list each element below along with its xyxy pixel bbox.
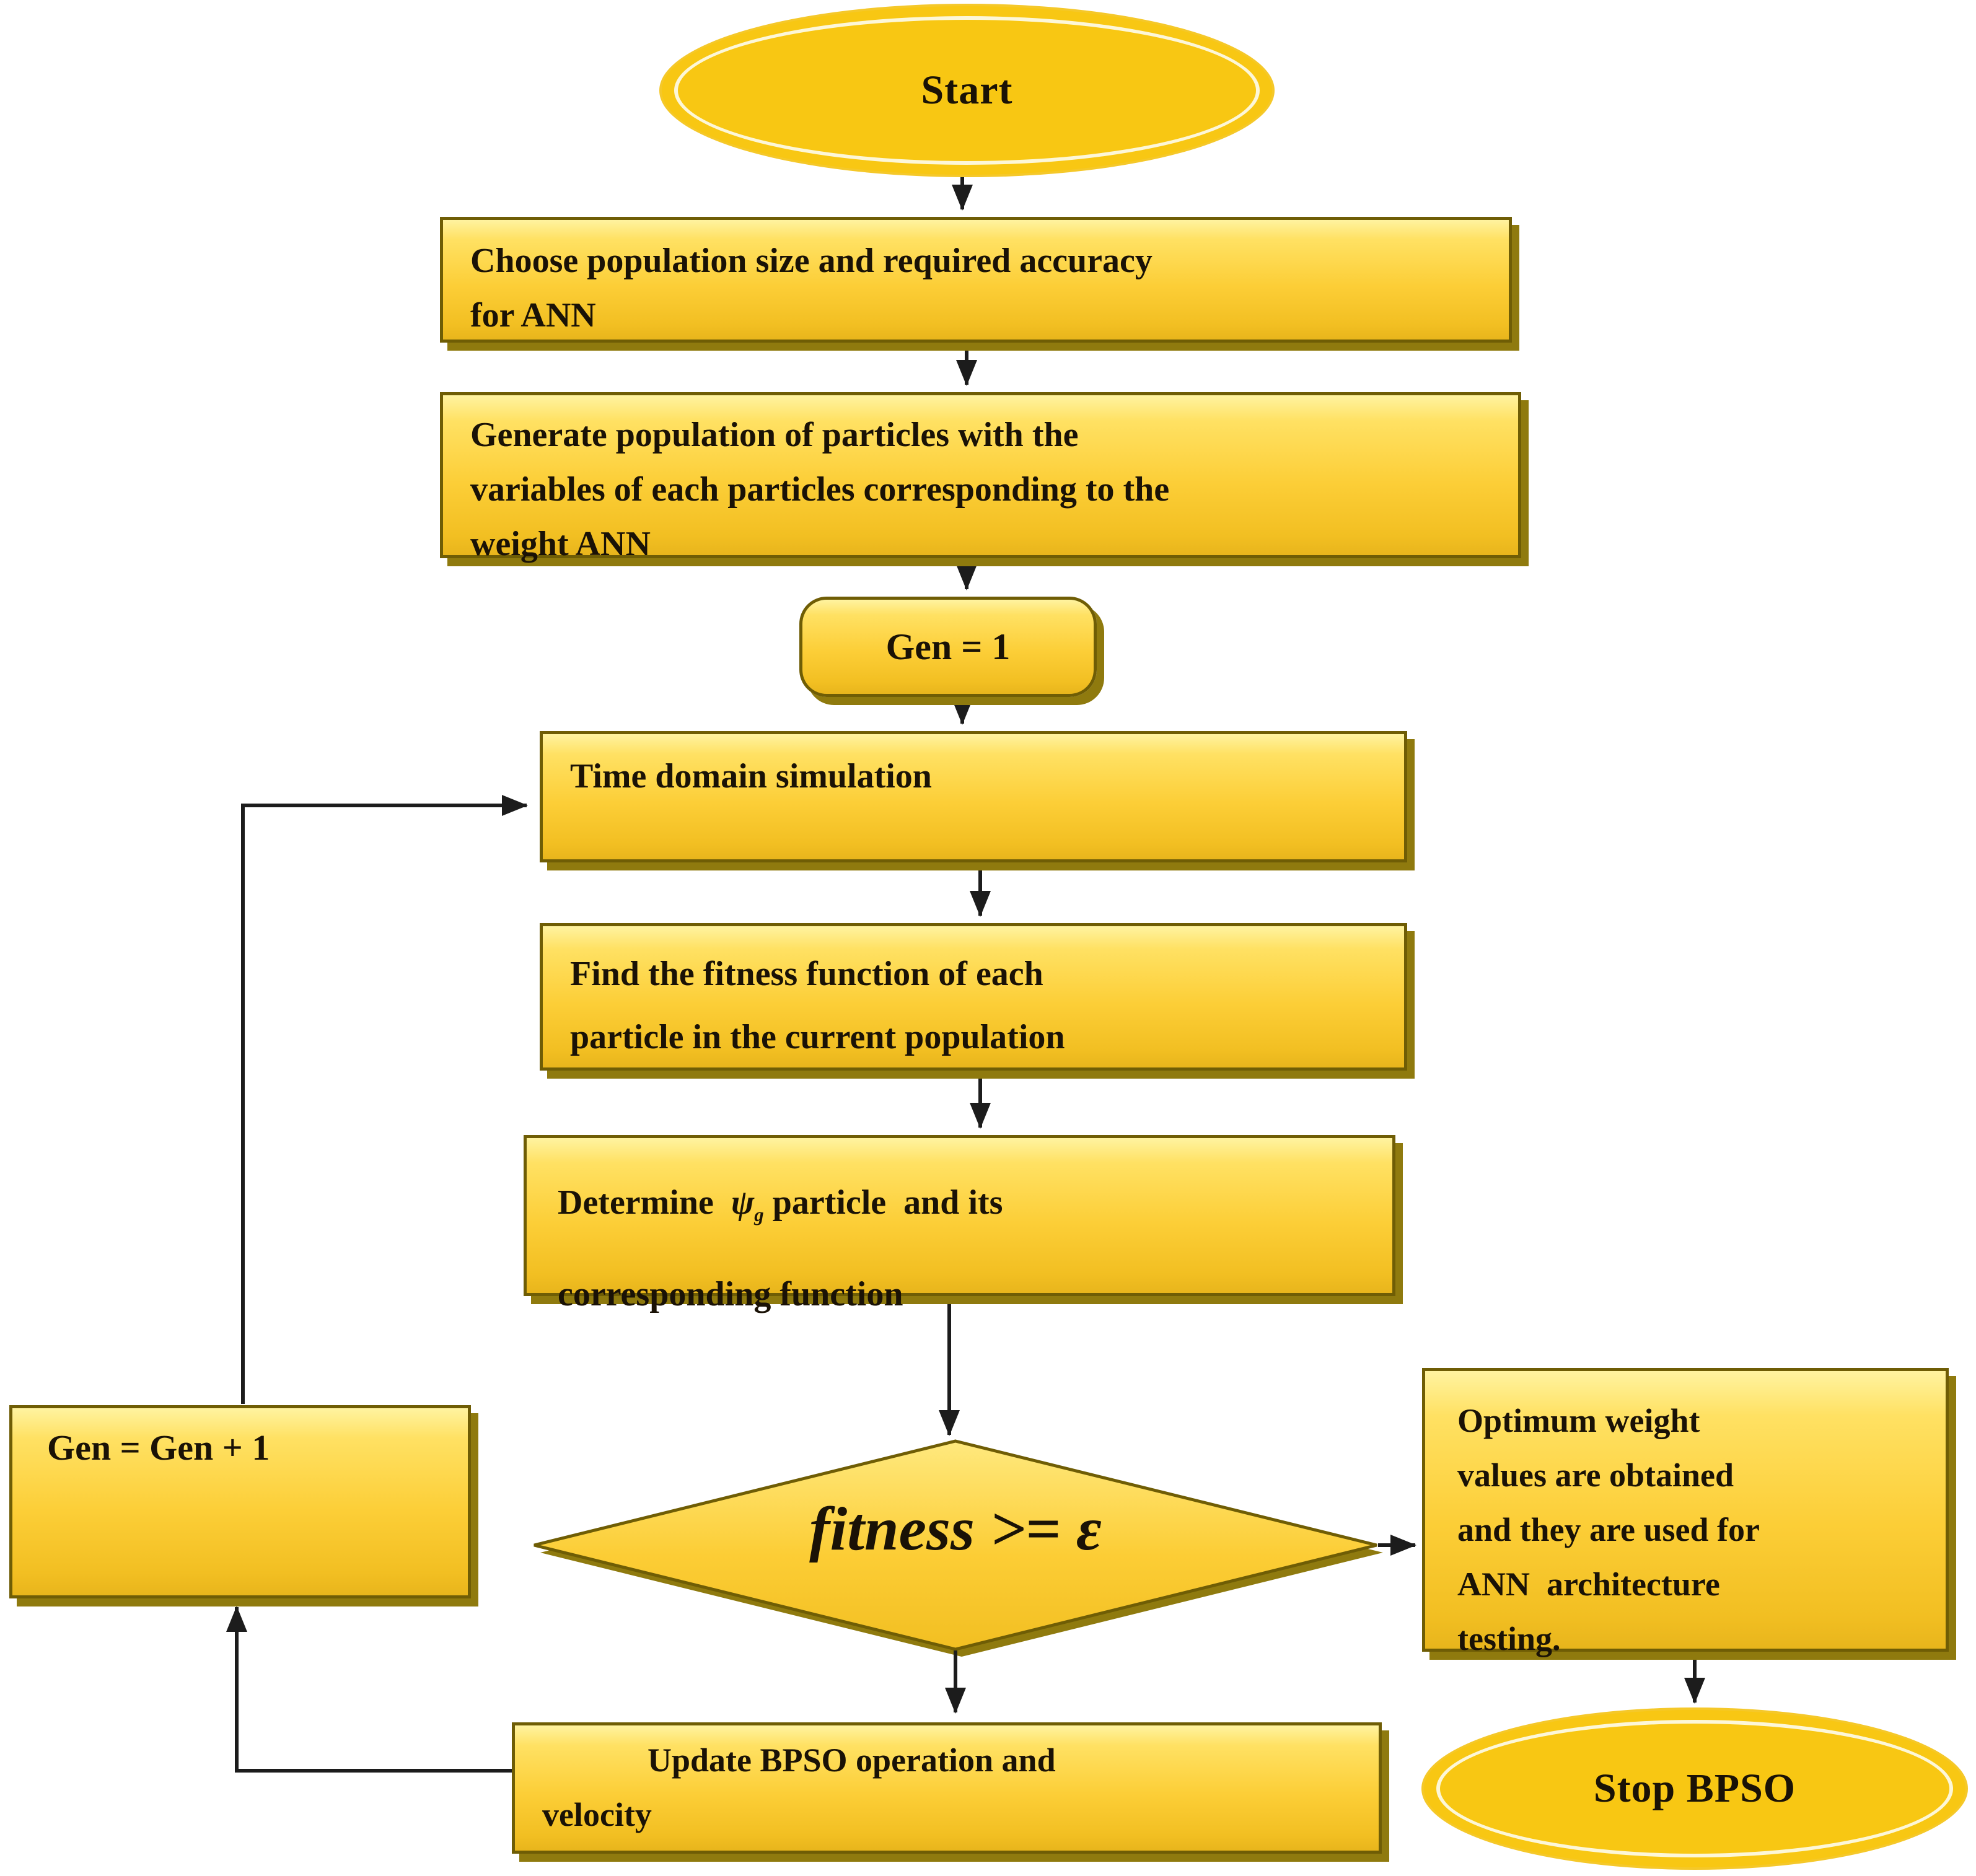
node-text-line: variables of each particles correspondin… (470, 470, 1170, 509)
gen-init-label: Gen = 1 (885, 626, 1011, 667)
node-text-line: and they are used for (1457, 1511, 1760, 1548)
loop-update-to-increment (226, 1606, 513, 1773)
node-text-line: Optimum weight (1457, 1402, 1700, 1439)
node-update-bpso: Update BPSO operation and velocity (512, 1722, 1382, 1854)
node-text-line: ANN architecture (1457, 1566, 1720, 1603)
node-text-line: Time domain simulation (570, 757, 932, 796)
psi-symbol: ψ (731, 1183, 755, 1222)
node-stop: Stop BPSO (1424, 1710, 1965, 1867)
node-find-fitness: Find the fitness function of each partic… (540, 923, 1407, 1071)
node-generate-population: Generate population of particles with th… (440, 392, 1521, 563)
node-text-line: particle in the current population (570, 1018, 1065, 1056)
node-text-line: testing. (1457, 1620, 1561, 1657)
node-text-line: Choose population size and required accu… (470, 242, 1153, 280)
node-text-line: Update BPSO operation and (648, 1742, 1056, 1779)
start-label: Start (921, 68, 1013, 113)
decision-diamond-shape (534, 1439, 1383, 1657)
node-text-line: corresponding function (558, 1275, 903, 1314)
node-time-domain-simulation: Time domain simulation (540, 731, 1407, 862)
decision-label: fitness >= ε (809, 1494, 1102, 1563)
node-start: Start (662, 6, 1272, 175)
node-text-line: Find the fitness function of each (570, 955, 1043, 993)
node-gen-increment: Gen = Gen + 1 (9, 1405, 471, 1598)
node-text-line: for ANN (470, 296, 596, 335)
node-text-line: weight ANN (470, 525, 651, 563)
node-gen-init: Gen = 1 (799, 597, 1097, 697)
stop-label: Stop BPSO (1593, 1766, 1796, 1811)
node-choose-population: Choose population size and required accu… (440, 217, 1512, 343)
node-text-line: values are obtained (1457, 1457, 1734, 1494)
loop-increment-to-time (241, 795, 528, 1404)
psi-subscript: g (754, 1204, 764, 1226)
node-text-line: velocity (542, 1796, 652, 1833)
node-optimum-weights: Optimum weight values are obtained and t… (1422, 1368, 1949, 1657)
node-text-line: Generate population of particles with th… (470, 416, 1079, 454)
gen-increment-label: Gen = Gen + 1 (47, 1427, 270, 1468)
node-determine-best-particle: Determine ψg particle and its correspond… (524, 1135, 1395, 1313)
node-text-line: Determine ψg particle and its (558, 1183, 1003, 1226)
